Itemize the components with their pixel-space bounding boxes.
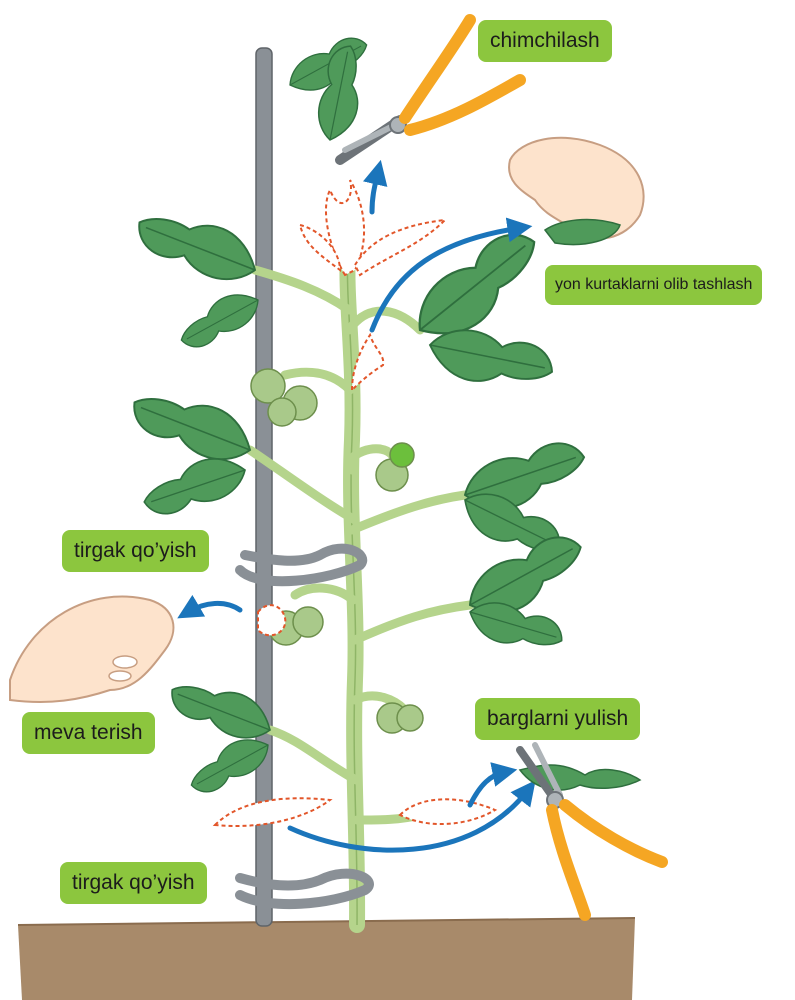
- label-leaf-removal: barglarni yulish: [475, 698, 640, 740]
- soil: [18, 918, 635, 1000]
- arrow-harvest: [188, 603, 240, 612]
- label-staking-bottom: tirgak qo’yish: [60, 862, 207, 904]
- hand-icon: [10, 597, 173, 702]
- arrow-pinching: [372, 172, 378, 212]
- pruning-shears-icon: [520, 745, 662, 915]
- label-side-shoots: yon kurtaklarni olib tashlash: [545, 265, 762, 305]
- hand-icon: [509, 138, 644, 245]
- label-harvest: meva terish: [22, 712, 155, 754]
- label-staking-top: tirgak qo’yish: [62, 530, 209, 572]
- label-pinching: chimchilash: [478, 20, 612, 62]
- stake: [256, 48, 272, 926]
- arrow-leaf-removal: [470, 772, 505, 805]
